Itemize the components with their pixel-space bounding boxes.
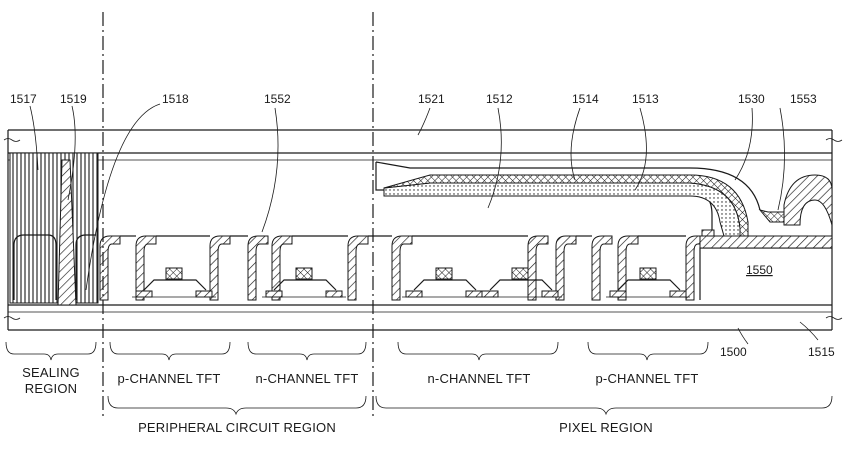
numeral-1515: 1515	[808, 345, 835, 359]
numeral-1553: 1553	[790, 92, 817, 106]
source-region-1	[136, 291, 152, 297]
drain-region-4	[542, 291, 558, 297]
layer-stack	[4, 130, 842, 330]
gate-electrode-1	[166, 268, 182, 279]
cathode-1513	[384, 183, 740, 236]
wiring-contact-4	[248, 236, 268, 300]
drain-region-1	[196, 291, 212, 297]
brace-sealing	[6, 342, 96, 360]
brace-peripheral-n	[248, 342, 366, 360]
drain-region-3	[466, 291, 482, 297]
region-dividers	[103, 12, 373, 420]
contact-1553	[760, 210, 784, 222]
sealing-material-1517	[10, 153, 98, 303]
drain-region-5	[670, 291, 686, 297]
bank-1553-cover	[784, 175, 832, 225]
gate-insulator-step-2	[274, 280, 336, 290]
gate-electrode-5	[640, 268, 656, 279]
label-sealing-line2: REGION	[25, 381, 77, 396]
wiring-contact-11	[618, 236, 638, 300]
break-mark-right-bottom	[826, 317, 842, 320]
source-region-2	[266, 291, 282, 297]
gate-insulator-step-1	[144, 280, 206, 290]
drain-region-2	[326, 291, 342, 297]
numeral-1517: 1517	[10, 92, 37, 106]
numeral-1519: 1519	[60, 92, 87, 106]
break-mark-left-top	[4, 139, 20, 142]
leader-1530	[735, 108, 752, 180]
tft-bank-structures	[100, 236, 706, 300]
numeral-1518: 1518	[162, 92, 189, 106]
numeral-1521: 1521	[418, 92, 445, 106]
wiring-contact-9	[556, 236, 576, 300]
wiring-contact-6	[348, 236, 368, 300]
wiring-contact-3	[210, 236, 230, 300]
numeral-1530: 1530	[738, 92, 765, 106]
wiring-contact-2	[136, 236, 156, 300]
label-peripheral-circuit-region: PERIPHERAL CIRCUIT REGION	[138, 420, 336, 435]
reference-numerals: 1517 1519 1518 1552 1521 1512 1514 1513 …	[10, 92, 835, 359]
gate-electrode-2	[296, 268, 312, 279]
gate-insulator-step-4	[490, 280, 552, 290]
brace-pixel-p	[588, 342, 708, 360]
label-pixel-region: PIXEL REGION	[559, 420, 653, 435]
wiring-contact-7	[392, 236, 412, 300]
source-region-3	[406, 291, 422, 297]
numeral-1500: 1500	[720, 345, 747, 359]
wiring-contact-10	[592, 236, 612, 300]
gate-electrode-4	[512, 268, 528, 279]
leader-1553	[778, 108, 785, 210]
leader-1515	[800, 322, 818, 340]
leader-1514	[571, 108, 580, 180]
numeral-1512: 1512	[486, 92, 513, 106]
brace-peripheral-p	[110, 342, 230, 360]
sealing-material	[10, 153, 98, 305]
gate-insulator-step-3	[414, 280, 476, 290]
label-sealing-line1: SEALING	[22, 365, 80, 380]
leader-1552	[262, 108, 278, 232]
label-pixel-n-channel: n-CHANNEL TFT	[427, 371, 530, 386]
break-mark-right-top	[826, 139, 842, 142]
gate-insulator-step-5	[618, 280, 680, 290]
numeral-1550: 1550	[746, 263, 773, 277]
wiring-contact-5	[272, 236, 292, 300]
organic-layer-1512-outline	[376, 162, 712, 232]
source-region-5	[610, 291, 626, 297]
pixel-electrode-layer	[700, 236, 832, 248]
electrode-contact	[702, 230, 714, 236]
source-region-4	[482, 291, 498, 297]
wiring-contact-1	[100, 236, 120, 300]
numeral-1513: 1513	[632, 92, 659, 106]
label-pixel-p-channel: p-CHANNEL TFT	[595, 371, 698, 386]
leader-1521	[418, 108, 430, 135]
gate-electrode-3	[436, 268, 452, 279]
label-peripheral-p-channel: p-CHANNEL TFT	[117, 371, 220, 386]
label-peripheral-n-channel: n-CHANNEL TFT	[255, 371, 358, 386]
leader-lines	[30, 104, 818, 344]
wiring-contact-8	[528, 236, 548, 300]
brace-pixel-region	[376, 396, 832, 414]
region-labels: SEALING REGION p-CHANNEL TFT n-CHANNEL T…	[22, 365, 698, 435]
brace-pixel-n	[398, 342, 558, 360]
break-mark-left-bottom	[4, 317, 20, 320]
numeral-1552: 1552	[264, 92, 291, 106]
brace-peripheral-circuit	[108, 396, 366, 414]
numeral-1514: 1514	[572, 92, 599, 106]
